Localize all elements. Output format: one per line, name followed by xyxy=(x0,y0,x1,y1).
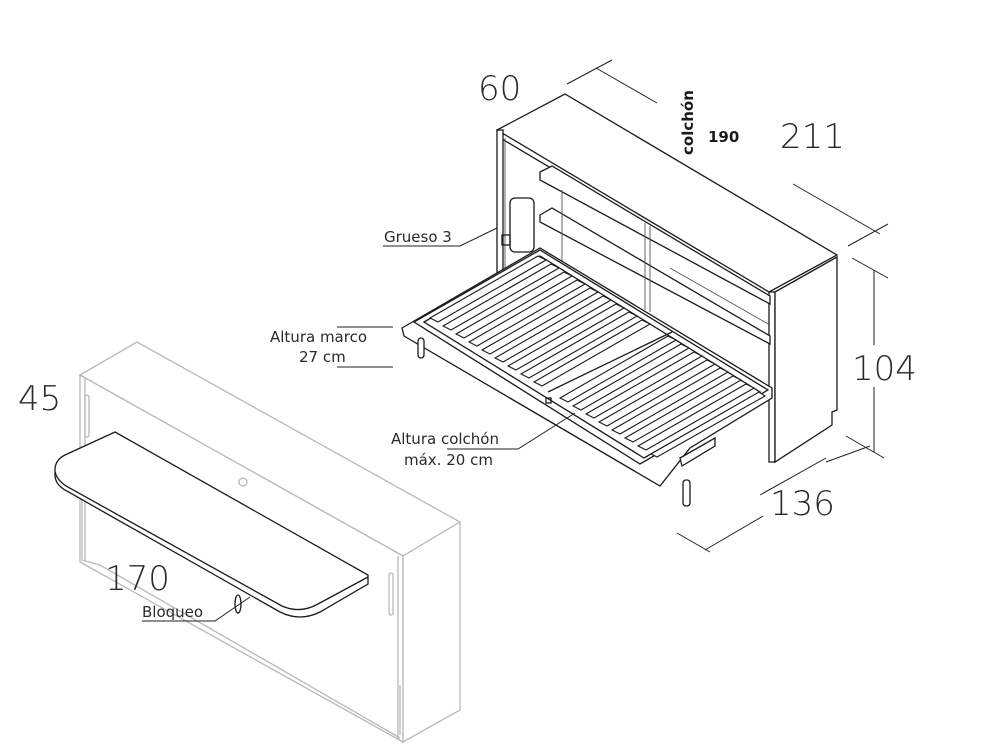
dim-mattress-length: 190 xyxy=(708,128,739,146)
dim-desk-length: 170 xyxy=(105,559,170,599)
latch-icon xyxy=(545,397,552,404)
dim-height: 104 xyxy=(852,349,917,389)
handle-right-icon xyxy=(388,572,394,616)
label-frame-height-2: 27 cm xyxy=(299,348,346,366)
label-frame-height-1: Altura marco xyxy=(270,328,367,346)
label-lock: Bloqueo xyxy=(142,603,203,621)
dim-open-depth: 136 xyxy=(770,484,835,524)
interior-shelves xyxy=(539,165,771,346)
desk-top xyxy=(54,431,369,618)
leg-right-icon xyxy=(682,479,691,507)
mechanism-plate-icon xyxy=(509,197,535,253)
label-mattress-height-2: máx. 20 cm xyxy=(404,451,493,469)
dim-length: 211 xyxy=(780,117,845,157)
open-bed-unit: 60 211 colchón 190 104 136 Grueso 3 Altu… xyxy=(270,59,917,553)
bed-frame xyxy=(401,247,773,487)
label-mattress-height-1: Altura colchón xyxy=(391,430,499,448)
label-thickness: Grueso 3 xyxy=(384,228,452,246)
label-mattress: colchón xyxy=(679,90,697,155)
closed-desk-unit: Bloqueo 45 170 xyxy=(18,341,462,744)
dim-depth: 60 xyxy=(478,69,521,109)
lock-icon xyxy=(234,594,242,614)
cable-hole-icon xyxy=(238,477,248,487)
leg-left-icon xyxy=(417,337,425,359)
hinge-icon xyxy=(501,234,511,246)
slats xyxy=(428,255,767,458)
dim-desk-depth: 45 xyxy=(18,379,61,419)
handle-left-icon xyxy=(84,394,90,438)
